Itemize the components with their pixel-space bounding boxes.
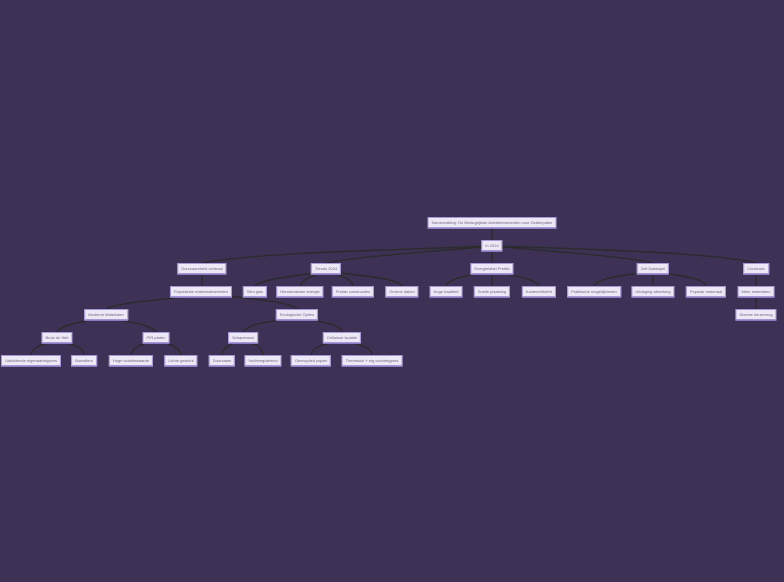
node-populair-materiaal[interactable]: Populair materiaal bbox=[685, 286, 727, 297]
branch-energielabel[interactable]: Energielabel Prefab bbox=[470, 263, 514, 274]
node-populairste[interactable]: Populairste materiaalmerkelen bbox=[169, 286, 233, 297]
branch-trends[interactable]: Trends 2024 bbox=[310, 263, 342, 274]
node-ecologische-opties[interactable]: Ecologische Opties bbox=[275, 309, 319, 320]
node-prefab[interactable]: Prefab constructies bbox=[331, 286, 375, 297]
node-meer-materialen[interactable]: Meer materialen bbox=[737, 286, 775, 297]
node-hoge-kwaliteit[interactable]: Hoge kwaliteit bbox=[429, 286, 463, 297]
year-node[interactable]: In 2024 bbox=[481, 240, 503, 251]
branch-conclusie[interactable]: Conclusie bbox=[743, 263, 769, 274]
node-praktische[interactable]: Praktische mogelijkheden bbox=[567, 286, 621, 297]
leaf-bouwfleur[interactable]: Bouwfleur bbox=[71, 355, 97, 366]
leaf-lichte-gewicht[interactable]: Lichte gewicht bbox=[164, 355, 198, 366]
node-groene-daken[interactable]: Groene daken bbox=[385, 286, 419, 297]
node-snelle-plaatsing[interactable]: Snelle plaatsing bbox=[473, 286, 511, 297]
node-moderne-materialen[interactable]: Moderne Materialen bbox=[84, 309, 128, 320]
node-uitdaging[interactable]: Uitdaging afwerking bbox=[631, 286, 675, 297]
leaf-duurzaam[interactable]: Duurzaam bbox=[208, 355, 236, 366]
leaf-vochtregulerend[interactable]: Vochtregulerend bbox=[244, 355, 282, 366]
root-node[interactable]: Samenvatting: De Belangrijkste Ambitiemo… bbox=[427, 217, 557, 228]
node-schapenwol[interactable]: Schapenwol bbox=[228, 332, 258, 343]
node-diverse-keuzemog[interactable]: Diverse keuzemog bbox=[735, 309, 777, 320]
leaf-uitsluitende[interactable]: Uitsluitende eigenaarbeppers bbox=[0, 355, 62, 366]
node-slim-glas[interactable]: Slim glas bbox=[242, 286, 268, 297]
leaf-thermisch[interactable]: Thermisch + eig vochtregpers bbox=[341, 355, 403, 366]
node-kostenefficient[interactable]: Kostenefficiënt bbox=[521, 286, 557, 297]
node-cellulose[interactable]: Cellulose Isolatie bbox=[322, 332, 362, 343]
branch-zelf-dakkapel[interactable]: Zelf Dakkapel bbox=[636, 263, 670, 274]
node-bruin-de-wet[interactable]: Bruin de Wet bbox=[41, 332, 73, 343]
node-pir-platen[interactable]: PIR-platen bbox=[142, 332, 170, 343]
leaf-gerecycled[interactable]: Gerecycled papier bbox=[290, 355, 332, 366]
node-hernieuwbare[interactable]: Hernieuwbare energie bbox=[276, 286, 324, 297]
leaf-hoge-isolatie[interactable]: Hoge isolatiewaarde bbox=[108, 355, 154, 366]
branch-duurzaamheid[interactable]: Duurzaamheid centraal bbox=[177, 263, 227, 274]
